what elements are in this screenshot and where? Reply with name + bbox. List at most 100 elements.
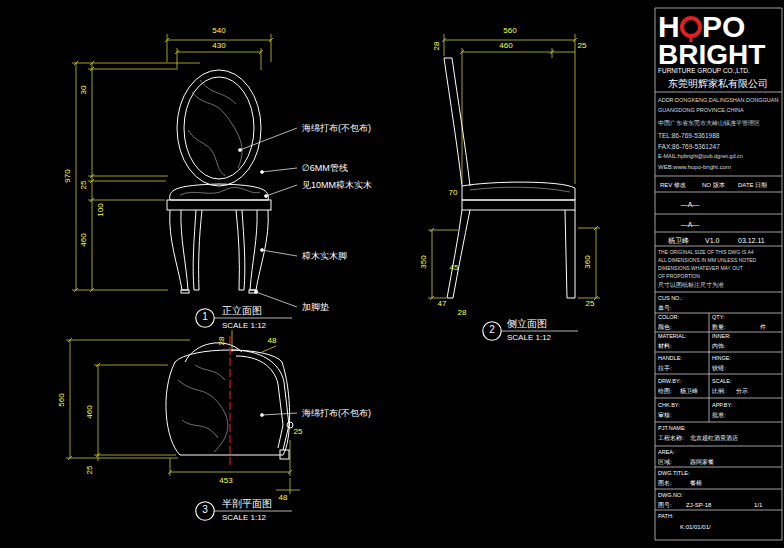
note-text: 比例: — [712, 388, 726, 394]
dimension-value: 70 — [449, 189, 458, 197]
side-view — [444, 58, 575, 298]
leader-lines — [214, 128, 578, 511]
note-text: SCALE: — [712, 379, 732, 385]
note-text: INNER: — [712, 334, 731, 340]
note-text: ∅6MM管线 — [302, 164, 348, 173]
note-text: 半剖平面图 — [222, 499, 272, 509]
center-line — [230, 336, 231, 468]
note-text: 绘图: — [658, 388, 672, 394]
dimension-value: 25 — [80, 181, 88, 190]
note-text: FURNITURE GROUP CO.,LTD. — [658, 68, 750, 75]
dimension-value: 48 — [279, 494, 288, 502]
note-text: 工程名称: — [658, 435, 684, 441]
note-text: 件 — [760, 324, 766, 330]
note-text: 东莞明辉家私有限公司 — [668, 79, 768, 89]
note-text: 图号: — [658, 502, 672, 508]
dimension-value: 100 — [97, 203, 105, 216]
note-text: 批准: — [712, 412, 726, 418]
note-text: 樟木实木脚 — [302, 252, 347, 261]
dimension-value: 540 — [212, 27, 225, 35]
note-text: 区域: — [658, 459, 672, 465]
note-text: BRIGHT — [658, 41, 765, 69]
note-text: 中国广东省东莞市大岭山镇连平管理区 — [658, 120, 760, 126]
dimension-value: 48 — [268, 337, 277, 345]
marble-veins — [130, 0, 260, 195]
view-number-circle: 3 — [195, 501, 215, 521]
front-view — [167, 70, 271, 293]
note-text: 分示 — [736, 388, 748, 394]
note-text: —A— — [681, 201, 700, 208]
note-text: ALL DIMENSIONS IN MM UNLESS NOTED — [658, 258, 756, 263]
dimension-value: 430 — [212, 42, 225, 50]
note-text: COLOR: — [658, 315, 679, 321]
note-text: QTY: — [712, 315, 725, 321]
note-text: SCALE 1:12 — [222, 514, 266, 522]
note-text: FAX:86-769-5361247 — [658, 144, 720, 151]
note-text: PJT.NAME: — [658, 426, 686, 432]
note-text: 侧立面图 — [507, 319, 547, 329]
note-text: 加脚垫 — [302, 303, 329, 312]
note-text: DWG.NO: — [658, 493, 683, 499]
dimension-value: 25 — [586, 300, 595, 308]
view-number: 1 — [195, 308, 215, 326]
note-text: H — [658, 12, 680, 42]
logo-ring — [682, 18, 700, 36]
note-text: CHK.BY: — [658, 403, 680, 409]
dimension-value: 350 — [420, 255, 428, 268]
note-text: 图名: — [658, 480, 672, 486]
dimension-value: 28 — [218, 337, 226, 346]
dimension-lines — [66, 34, 600, 494]
view-number-circle: 2 — [482, 321, 502, 341]
note-text: DATE 日期 — [738, 182, 767, 188]
note-text: CUS NO.: — [658, 296, 682, 302]
note-text: PATH: — [658, 514, 673, 520]
note-text: 拉手: — [658, 365, 672, 371]
note-text: AREA: — [658, 450, 675, 456]
note-text: 内饰: — [712, 343, 726, 349]
note-text: 颜色: — [658, 324, 672, 330]
dimension-value: 453 — [219, 477, 232, 485]
note-text: THE ORIGINAL SIZE OF THIS DWG IS A4 — [658, 250, 754, 255]
note-text: 材料: — [658, 343, 672, 349]
note-text: 正立面图 — [222, 306, 262, 316]
note-text: E-MAIL:hpbright@pub.dgnet.gd.cn — [658, 154, 743, 160]
dimension-value: 25 — [86, 466, 94, 475]
dimension-value: 45 — [450, 264, 459, 272]
note-text: 数量: — [712, 324, 726, 330]
dimension-value: 28 — [458, 309, 467, 317]
dimension-value: 560 — [503, 27, 516, 35]
plan-view — [166, 343, 293, 459]
note-text: V1.0 — [705, 237, 719, 244]
view-number-circle: 1 — [195, 308, 215, 328]
note-text: 西阿家餐 — [690, 459, 714, 465]
dimension-value: 560 — [58, 393, 66, 406]
dimension-value: 25 — [294, 428, 303, 436]
note-text: 铰链: — [712, 365, 726, 371]
note-text: REV 修改 — [660, 182, 686, 188]
note-text: 03.12.11 — [738, 237, 765, 244]
note-text: 海绵打布(不包布) — [302, 409, 371, 418]
note-text: 杨卫峰 — [668, 237, 689, 244]
note-text: 杨卫峰 — [680, 388, 698, 394]
note-text: SCALE 1:12 — [222, 322, 266, 330]
note-text: ADDR:DONGKENG,DALINGSHAN,DONGGUAN — [658, 98, 778, 104]
note-text: SCALE 1:12 — [507, 334, 551, 342]
note-text: GUANGDONG PROVINCE,CHINA — [658, 108, 744, 114]
note-text: 餐椅 — [690, 480, 702, 486]
note-text: MATERIAL: — [658, 334, 687, 340]
note-text: DRW.BY: — [658, 379, 681, 385]
dimension-value: 460 — [80, 233, 88, 246]
note-text: APP.BY: — [712, 403, 732, 409]
note-text: 单号: — [658, 305, 672, 311]
note-text: TEL:86-769-5361988 — [658, 133, 719, 140]
dimension-value: 360 — [584, 255, 592, 268]
view-number: 3 — [195, 501, 215, 519]
note-text: ZJ-SP-18 — [686, 502, 711, 508]
note-text: 北京超红酒景酒店 — [690, 435, 738, 441]
note-text: 1/1 — [754, 502, 762, 508]
note-text: K:01/01/01/ — [680, 524, 711, 530]
note-text: DWG.TITLE: — [658, 471, 689, 477]
view-number: 2 — [482, 321, 502, 339]
note-text: PO — [702, 12, 745, 42]
note-text: 海绵打布(不包布) — [302, 124, 371, 133]
